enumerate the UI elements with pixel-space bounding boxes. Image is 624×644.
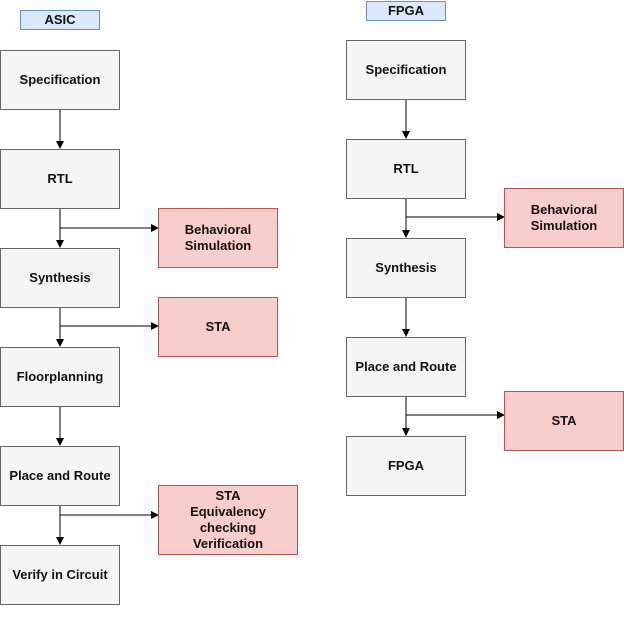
fpga-sta: STA — [504, 391, 624, 451]
asic-step-rtl: RTL — [0, 149, 120, 209]
fpga-title: FPGA — [366, 1, 446, 21]
asic-step-floorplanning: Floorplanning — [0, 347, 120, 407]
asic-step-specification: Specification — [0, 50, 120, 110]
fpga-step-rtl: RTL — [346, 139, 466, 199]
fpga-step-synthesis: Synthesis — [346, 238, 466, 298]
asic-step-place-and-route: Place and Route — [0, 446, 120, 506]
fpga-step-fpga: FPGA — [346, 436, 466, 496]
asic-behavioral-simulation: Behavioral Simulation — [158, 208, 278, 268]
fpga-behavioral-simulation: Behavioral Simulation — [504, 188, 624, 248]
fpga-step-specification: Specification — [346, 40, 466, 100]
fpga-step-place-and-route: Place and Route — [346, 337, 466, 397]
asic-step-synthesis: Synthesis — [0, 248, 120, 308]
asic-step-verify-in-circuit: Verify in Circuit — [0, 545, 120, 605]
asic-sta: STA — [158, 297, 278, 357]
asic-title: ASIC — [20, 10, 100, 30]
asic-verification-box: STA Equivalency checking Verification — [158, 485, 298, 555]
